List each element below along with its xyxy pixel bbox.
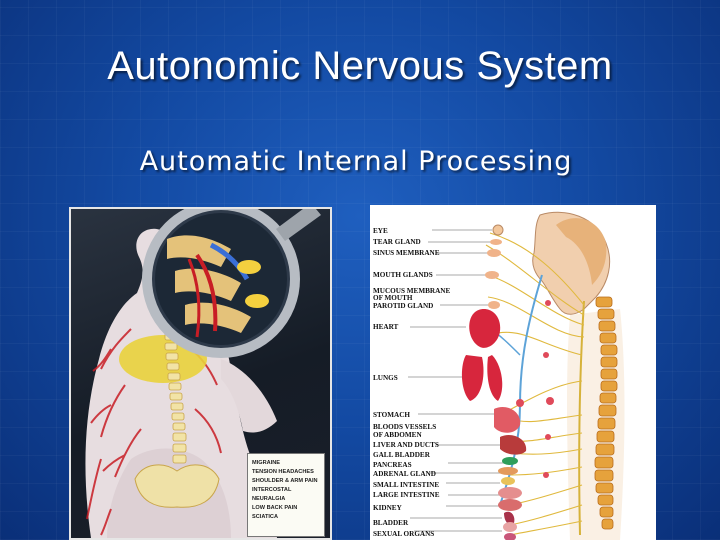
organ-label: PAROTID GLAND [373, 302, 434, 310]
slide-subtitle: Automatic Internal Processing [139, 146, 573, 177]
organ-label: OF ABDOMEN [373, 431, 422, 439]
organ-label: HEART [373, 323, 399, 331]
legend-item: TENSION HEADACHES [252, 469, 314, 475]
organ-label: GALL BLADDER [373, 451, 430, 459]
organ-label: SINUS MEMBRANE [373, 249, 440, 257]
organ-label: SEXUAL ORGANS [373, 530, 435, 538]
organ-label: TEAR GLAND [373, 238, 421, 246]
organ-label: BLOODS VESSELS [373, 423, 437, 431]
legend-item: LOW BACK PAIN [252, 505, 298, 511]
legend-item: INTERCOSTAL NEURALGIA [252, 487, 292, 502]
organ-label: LIVER AND DUCTS [373, 441, 439, 449]
organ-label: BLADDER [373, 519, 409, 527]
anatomy-illustration [408, 211, 625, 540]
legend-item: MIGRAINE [252, 460, 280, 466]
symptom-legend: MIGRAINE TENSION HEADACHES SHOULDER & AR… [247, 453, 325, 537]
organ-label: LARGE INTESTINE [373, 491, 440, 499]
organ-label: STOMACH [373, 411, 411, 419]
organ-label: EYE [373, 227, 388, 235]
back-spine-illustration [85, 209, 321, 538]
organ-label: MUCOUS MEMBRANE [373, 287, 451, 295]
anatomy-chart: EYE TEAR GLAND SINUS MEMBRANE MOUTH GLAN… [370, 205, 656, 540]
organ-label: KIDNEY [373, 504, 402, 512]
organ-label: MOUTH GLANDS [373, 271, 433, 279]
organ-label: LUNGS [373, 374, 398, 382]
organ-label: PANCREAS [373, 461, 412, 469]
organ-label: OF MOUTH [373, 294, 413, 302]
organ-label: ADRENAL GLAND [373, 470, 436, 478]
back-pain-photo: MIGRAINE TENSION HEADACHES SHOULDER & AR… [69, 207, 332, 540]
slide-title: Autonomic Nervous System [107, 44, 613, 88]
organ-label: SMALL INTESTINE [373, 481, 440, 489]
legend-item: SHOULDER & ARM PAIN [252, 478, 318, 484]
legend-item: SCIATICA [252, 514, 278, 520]
